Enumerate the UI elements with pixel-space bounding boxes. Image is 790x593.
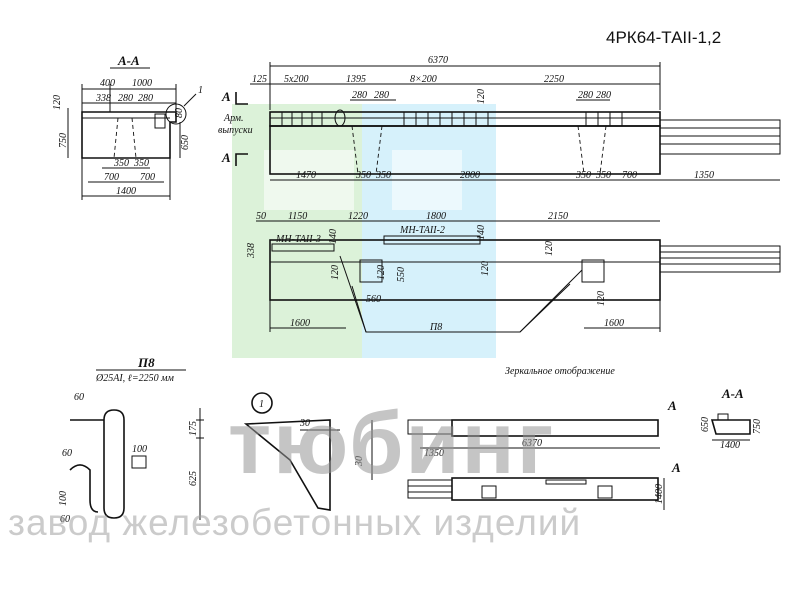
elev-bot-700: 700	[622, 170, 637, 181]
plan-small-560: 560	[366, 294, 381, 305]
mesh-label-2: МН-ТАII-2	[399, 225, 445, 236]
aa-dim-338: 338	[95, 93, 111, 104]
elev-dim-6370: 6370	[428, 55, 448, 66]
section-aa: А-А 400 1000 338 280 280 120 750 650 80 …	[52, 53, 203, 200]
plan-dim-50: 50	[256, 211, 266, 222]
elev-bot-350-a: 350	[355, 170, 371, 181]
elev-bot-2800: 2800	[460, 170, 480, 181]
mini-dim-1350: 1350	[424, 448, 444, 459]
plan-dim-2150: 2150	[548, 211, 568, 222]
aa-dim-280-a: 280	[118, 93, 133, 104]
elev-dim-5x200: 5x200	[284, 74, 308, 85]
aa-dim-750: 750	[58, 133, 69, 148]
plan-bot-1600-a: 1600	[290, 318, 310, 329]
elev-bot-1350: 1350	[694, 170, 714, 181]
node-1-callout: 1	[259, 399, 264, 410]
mini-aa-dim-650: 650	[700, 417, 711, 432]
aa-dim-650: 650	[180, 135, 191, 150]
plan-bot-1600-b: 1600	[604, 318, 624, 329]
elev-bot-350-d: 350	[595, 170, 611, 181]
mini-aa-dim-750: 750	[752, 419, 763, 434]
plan-small-120-e: 120	[376, 265, 387, 280]
plan-small-120-c: 120	[544, 241, 555, 256]
plan-dim-1150: 1150	[288, 211, 307, 222]
elev-sub-120: 120	[476, 89, 487, 104]
plan-small-120-a: 120	[330, 265, 341, 280]
mini-aa-label: А-А	[721, 386, 744, 401]
elev-dim-2250: 2250	[544, 74, 564, 85]
cut-a-top: А	[221, 89, 231, 104]
plan-small-140-a: 140	[328, 229, 339, 244]
aa-dim-700-a: 700	[104, 172, 119, 183]
aa-dim-120: 120	[52, 95, 63, 110]
aa-dim-350-b: 350	[133, 158, 149, 169]
p8-dim-100-b: 100	[58, 491, 69, 506]
elev-dim-1395: 1395	[346, 74, 366, 85]
p8-dim-60-c: 60	[60, 514, 70, 525]
node-1-detail: 1 30 30	[243, 392, 373, 511]
aa-dim-400: 400	[100, 78, 115, 89]
plan-dim-1800: 1800	[426, 211, 446, 222]
p8-dim-60-b: 60	[62, 448, 72, 459]
mini-section-aa: А-А 650 750 1400	[700, 386, 763, 451]
mini-dim-6370: 6370	[522, 438, 542, 449]
elev-dim-8x200: 8×200	[410, 74, 437, 85]
aa-dim-1400: 1400	[116, 186, 136, 197]
arm-label-2: выпуски	[218, 125, 253, 136]
plan-small-120-d: 120	[596, 291, 607, 306]
aa-callout-1: 1	[198, 85, 203, 96]
aa-dim-350-a: 350	[113, 158, 129, 169]
plan-dim-338: 338	[246, 243, 257, 259]
elev-sub-280-b: 280	[374, 90, 389, 101]
p8-detail: П8 Ø25AI, ℓ=2250 мм 60 60 100 100 60 175…	[58, 355, 204, 525]
p8-title: П8	[137, 355, 155, 370]
section-aa-label: А-А	[117, 53, 140, 68]
aa-dim-280-b: 280	[138, 93, 153, 104]
mirror-view: Зеркальное отображение 6370 1350 А А 140…	[407, 366, 681, 510]
elev-sub-280-d: 280	[596, 90, 611, 101]
aa-dim-700-b: 700	[140, 172, 155, 183]
plan-small-140-b: 140	[476, 225, 487, 240]
mini-cut-top: А	[667, 398, 677, 413]
product-code: 4РК64-ТАII-1,2	[606, 28, 722, 47]
watermark-word: тюбинг	[228, 393, 556, 492]
mesh-label-1: МН-ТАII-3	[275, 234, 321, 245]
p8-dim-100-a: 100	[132, 444, 147, 455]
mini-aa-dim-1400: 1400	[720, 440, 740, 451]
elev-bot-1470: 1470	[296, 170, 316, 181]
elev-sub-280-c: 280	[578, 90, 593, 101]
elevation-view: 6370 125 5x200 1395 8×200 2250 280 280 2…	[218, 55, 781, 181]
watermark-logo	[232, 104, 496, 358]
node-1-dim-30-b: 30	[354, 456, 365, 467]
node-1-dim-30-a: 30	[299, 418, 310, 429]
plan-small-120-b: 120	[480, 261, 491, 276]
elev-bot-350-b: 350	[375, 170, 391, 181]
plan-small-550: 550	[396, 267, 407, 282]
arm-label-1: Арм.	[223, 113, 244, 124]
mirror-caption: Зеркальное отображение	[505, 366, 615, 377]
aa-dim-80: 80	[174, 108, 185, 118]
watermark-slogan: завод железобетонных изделий	[8, 502, 582, 543]
mini-dim-1400: 1400	[654, 484, 665, 504]
cut-a-bottom: А	[221, 150, 231, 165]
elev-sub-280-a: 280	[352, 90, 367, 101]
elev-dim-125: 125	[252, 74, 267, 85]
elev-bot-350-c: 350	[575, 170, 591, 181]
aa-dim-1000: 1000	[132, 78, 152, 89]
p8-dim-625: 625	[188, 471, 199, 486]
p8-dim-175: 175	[188, 421, 199, 436]
p8-dim-60-a: 60	[74, 392, 84, 403]
p8-spec: Ø25AI, ℓ=2250 мм	[95, 373, 174, 384]
plan-dim-1220: 1220	[348, 211, 368, 222]
plan-view: 50 1150 1220 1800 2150 МН-ТАII-3 МН-ТАII…	[246, 211, 781, 333]
plan-bar-label: П8	[429, 322, 442, 333]
mini-cut-bottom: А	[671, 460, 681, 475]
